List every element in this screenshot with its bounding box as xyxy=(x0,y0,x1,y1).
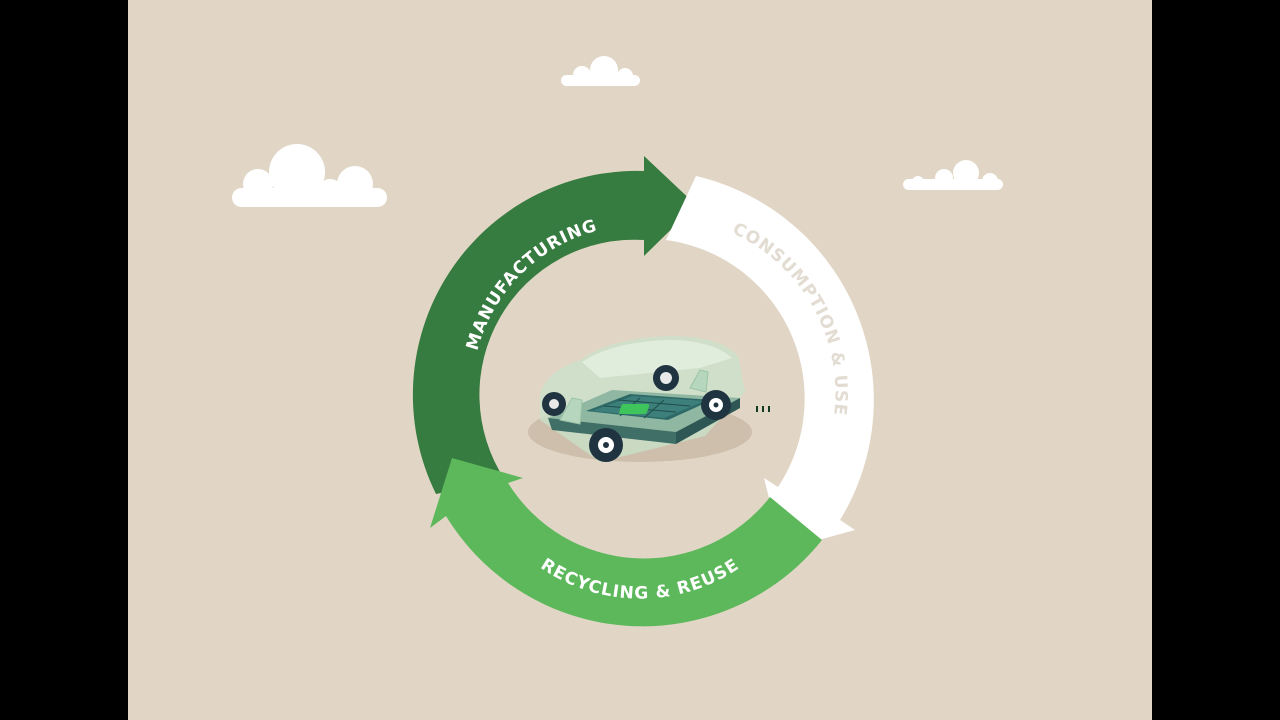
recycling-reuse-arrow xyxy=(430,458,822,627)
manufacturing-arrow xyxy=(412,156,696,494)
cloud-icon xyxy=(232,144,387,207)
electric-car-battery-chassis-icon xyxy=(528,336,770,462)
diagram-canvas: MANUFACTURING CONSUMPTION & USE RECYCLIN… xyxy=(128,0,1152,720)
cloud-icon xyxy=(561,56,640,86)
consumption-use-arrow xyxy=(666,176,874,550)
cloud-icon xyxy=(903,160,1003,190)
cycle-diagram: MANUFACTURING CONSUMPTION & USE RECYCLIN… xyxy=(232,56,1003,627)
